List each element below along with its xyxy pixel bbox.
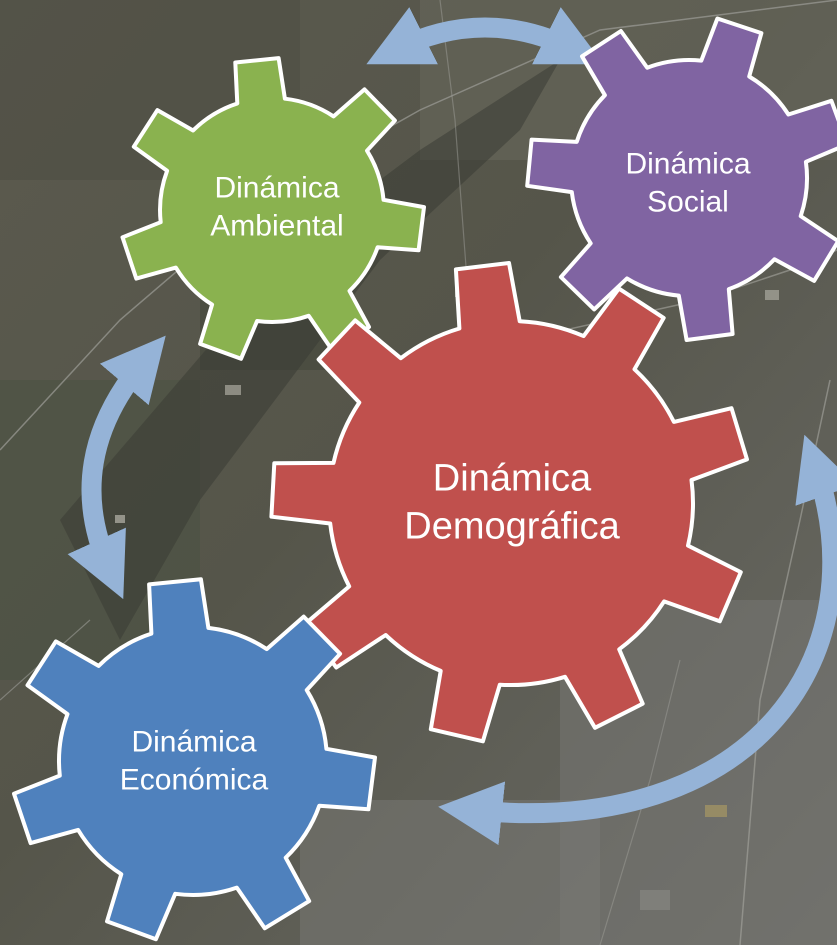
label-line1: Dinámica [214,171,340,205]
label-line1: Dinámica [131,725,257,759]
label-line2: Económica [119,763,269,796]
gear-label-demografica: Dinámica Demográfica [404,456,619,551]
label-line1: Dinámica [432,457,592,500]
gear-economica [12,577,377,942]
arrow-ambiental-social [366,7,604,65]
gear-demografica [269,261,749,744]
arrow-demografica-economica [438,434,837,846]
gear-label-economica: Dinámica Económica [120,724,268,799]
gear-label-ambiental: Dinámica Ambiental [210,170,343,245]
label-line2: Ambiental [210,209,344,242]
label-line2: Social [647,185,729,218]
label-line1: Dinámica [625,147,751,181]
arrow-ambiental-economica [67,335,166,600]
gear-social [525,16,837,342]
gear-ambiental [120,56,426,361]
gear-label-social: Dinámica Social [625,146,750,221]
label-line2: Demográfica [404,505,620,547]
